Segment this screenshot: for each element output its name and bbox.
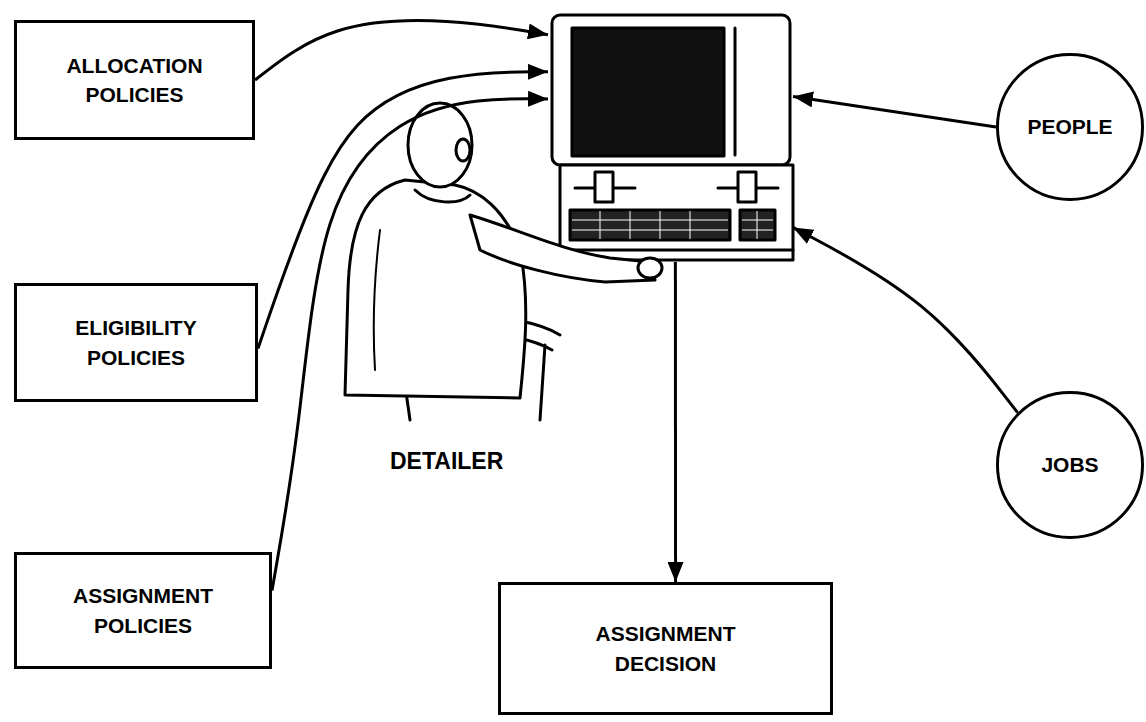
numeric-keypad (740, 210, 775, 240)
computer-screen (572, 28, 724, 156)
node-label: ALLOCATION POLICIES (40, 51, 230, 110)
resource-circle: JOBS (996, 391, 1144, 539)
flow-arrow (793, 97, 996, 127)
node-label: ASSIGNMENT POLICIES (43, 581, 243, 640)
node-label: JOBS (1041, 450, 1098, 479)
flow-arrow (258, 72, 548, 349)
person-arm (470, 215, 655, 282)
shirt-collar (415, 190, 470, 202)
housing-base (560, 249, 793, 252)
drive-latch (738, 172, 756, 202)
resource-circle: PEOPLE (996, 53, 1144, 201)
flow-arrow (793, 227, 1018, 412)
node-label: ASSIGNMENT DECISION (556, 619, 776, 678)
chair-leg (540, 345, 545, 420)
detailer-workstation: DETAILER (548, 15, 793, 262)
person-ear (456, 139, 470, 161)
node-label: ELIGIBILITY POLICIES (41, 313, 231, 372)
computer-monitor (552, 15, 790, 165)
node-label: PEOPLE (1027, 112, 1112, 141)
key-grid (572, 211, 773, 239)
drive-latch (595, 172, 613, 202)
person-hand (638, 258, 662, 278)
figure-label: DETAILER (390, 445, 503, 477)
policy-box: ELIGIBILITY POLICIES (14, 283, 258, 402)
flow-arrow (674, 262, 677, 582)
policy-box: ALLOCATION POLICIES (14, 20, 255, 140)
flow-arrow (272, 99, 548, 591)
shirt-fold (374, 230, 380, 370)
policy-box: ASSIGNMENT POLICIES (14, 552, 272, 669)
person-torso (345, 180, 526, 398)
decision-box: ASSIGNMENT DECISION (498, 582, 833, 715)
computer-housing (560, 165, 793, 260)
keyboard (570, 210, 730, 240)
monitor-bezel (734, 28, 737, 155)
